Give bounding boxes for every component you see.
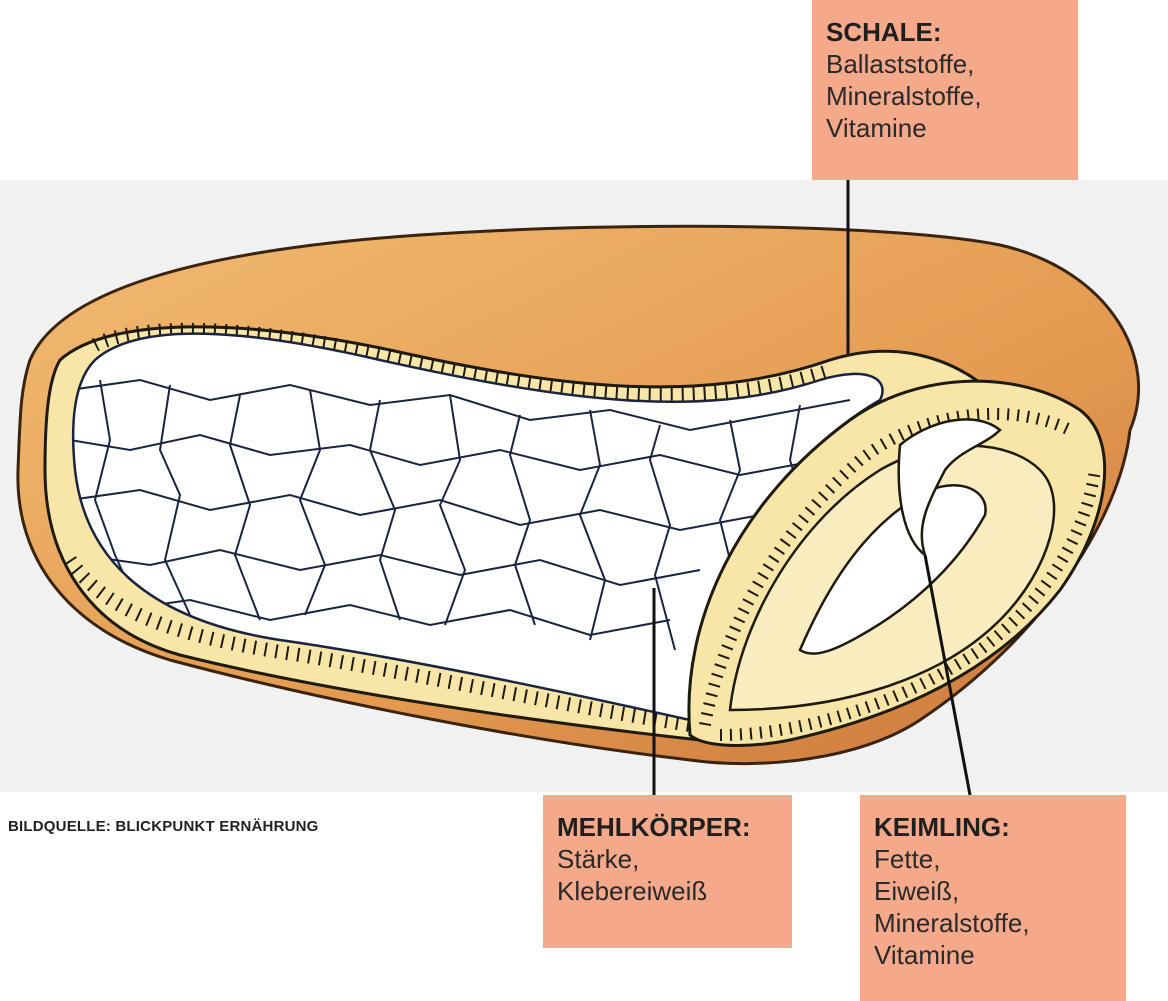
label-schale: SCHALE: Ballaststoffe, Mineralstoffe, Vi… <box>812 0 1078 180</box>
label-schale-item: Ballaststoffe, <box>826 48 1066 80</box>
label-mehlkoerper: MEHLKÖRPER: Stärke, Klebereiweiß <box>543 795 792 948</box>
source-caption: BILDQUELLE: BLICKPUNKT ERNÄHRUNG <box>8 818 319 835</box>
label-keimling-item: Fette, <box>874 843 1114 875</box>
label-keimling: KEIMLING: Fette, Eiweiß, Mineralstoffe, … <box>860 795 1126 1001</box>
label-keimling-item: Eiweiß, <box>874 875 1114 907</box>
label-mehlkoerper-item: Stärke, <box>557 843 780 875</box>
label-schale-item: Mineralstoffe, <box>826 80 1066 112</box>
label-keimling-item: Mineralstoffe, <box>874 907 1114 939</box>
label-keimling-item: Vitamine <box>874 939 1114 971</box>
label-schale-item: Vitamine <box>826 112 1066 144</box>
label-schale-title: SCHALE: <box>826 16 1066 48</box>
label-mehlkoerper-item: Klebereiweiß <box>557 875 780 907</box>
label-keimling-title: KEIMLING: <box>874 811 1114 843</box>
label-mehlkoerper-title: MEHLKÖRPER: <box>557 811 780 843</box>
